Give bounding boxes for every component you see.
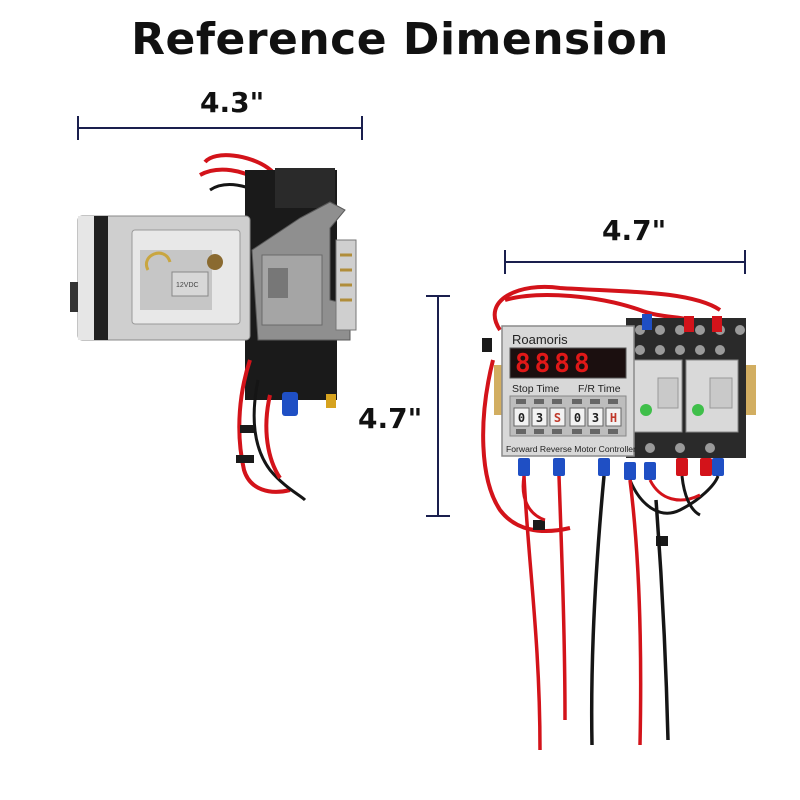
stop-time-label: Stop Time — [512, 383, 559, 395]
dimension-line-front-width — [504, 250, 746, 274]
dimension-line-side-width — [77, 116, 363, 140]
side-relay-label: 12VDC — [176, 282, 199, 289]
dimension-line-front-height — [426, 295, 450, 517]
bottom-terminals — [518, 458, 724, 480]
digit-switches: 0 3 S 0 3 H — [513, 407, 622, 427]
fr-time-label: F/R Time — [578, 383, 621, 395]
controller-brand: Roamoris — [512, 332, 568, 347]
hanging-leads — [522, 475, 670, 751]
front-height-label: 4.7" — [358, 402, 423, 435]
lcd-display: 8888 — [515, 349, 594, 379]
digit-6: H — [610, 411, 617, 425]
digit-2: 3 — [536, 411, 543, 425]
side-width-label: 4.3" — [200, 86, 265, 119]
front-width-label: 4.7" — [602, 214, 667, 247]
timer-controller: Roamoris 8888 Stop Time F/R Time 0 3 S 0… — [501, 325, 636, 457]
controller-footer: Forward Reverse Motor Controller — [506, 444, 636, 454]
relay-modules — [626, 314, 746, 458]
front-view-assembly: Roamoris 8888 Stop Time F/R Time 0 3 S 0… — [481, 284, 756, 751]
page-title: Reference Dimension — [131, 14, 669, 65]
side-view-assembly: 12VDC — [70, 153, 357, 502]
digit-4: 0 — [574, 411, 581, 425]
digit-3: S — [554, 411, 561, 425]
digit-1: 0 — [518, 411, 525, 425]
digit-5: 3 — [592, 411, 599, 425]
